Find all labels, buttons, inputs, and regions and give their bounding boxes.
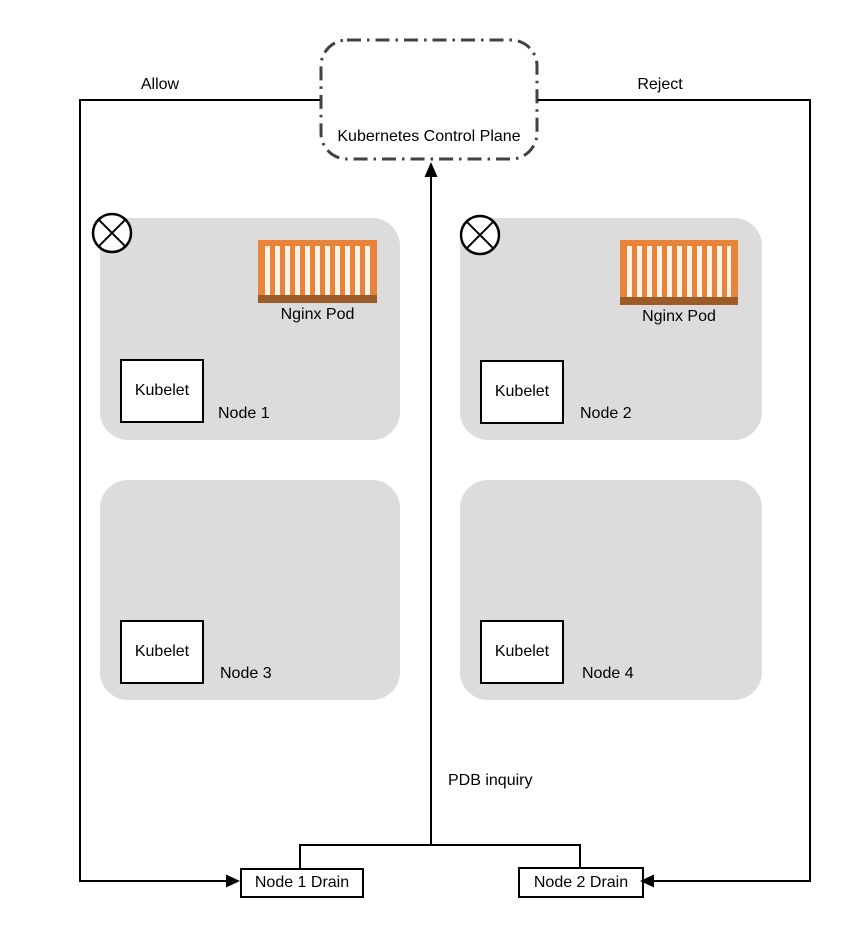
allow-arrowhead-icon (226, 875, 240, 888)
reject-edge-label: Reject (620, 76, 700, 94)
node-4-kubelet-label: Kubelet (495, 643, 549, 661)
node-2-kubelet-box: Kubelet (480, 360, 564, 424)
pdb-arrowhead-icon (425, 162, 438, 177)
container-base-bar (258, 295, 377, 303)
node-2-pod-label: Nginx Pod (620, 308, 738, 326)
node-1-name: Node 1 (218, 405, 270, 423)
node-3-kubelet-box: Kubelet (120, 620, 204, 684)
node-3-name: Node 3 (220, 665, 272, 683)
node-2-name: Node 2 (580, 405, 632, 423)
container-base-bar (620, 297, 738, 305)
node-2-drain-box: Node 2 Drain (518, 867, 644, 898)
node-1-kubelet-box: Kubelet (120, 359, 204, 423)
node-1-container-icon (258, 240, 377, 303)
pdb-inquiry-label: PDB inquiry (448, 772, 532, 790)
node-4-kubelet-box: Kubelet (480, 620, 564, 684)
node-2-container-icon (620, 240, 738, 305)
node-3-kubelet-label: Kubelet (135, 643, 189, 661)
node-1-kubelet-label: Kubelet (135, 382, 189, 400)
node-1-drain-label: Node 1 Drain (255, 874, 349, 892)
drain-branch-path (300, 845, 580, 869)
node-1-pod-label: Nginx Pod (258, 306, 377, 324)
node-2-kubelet-label: Kubelet (495, 383, 549, 401)
allow-edge-label: Allow (120, 76, 200, 94)
control-plane-label: Kubernetes Control Plane (320, 128, 538, 146)
node-4-name: Node 4 (582, 665, 634, 683)
container-stripes (265, 246, 370, 295)
node-2-drain-label: Node 2 Drain (534, 874, 628, 892)
node-1-drain-box: Node 1 Drain (240, 868, 364, 898)
container-stripes (627, 246, 731, 297)
